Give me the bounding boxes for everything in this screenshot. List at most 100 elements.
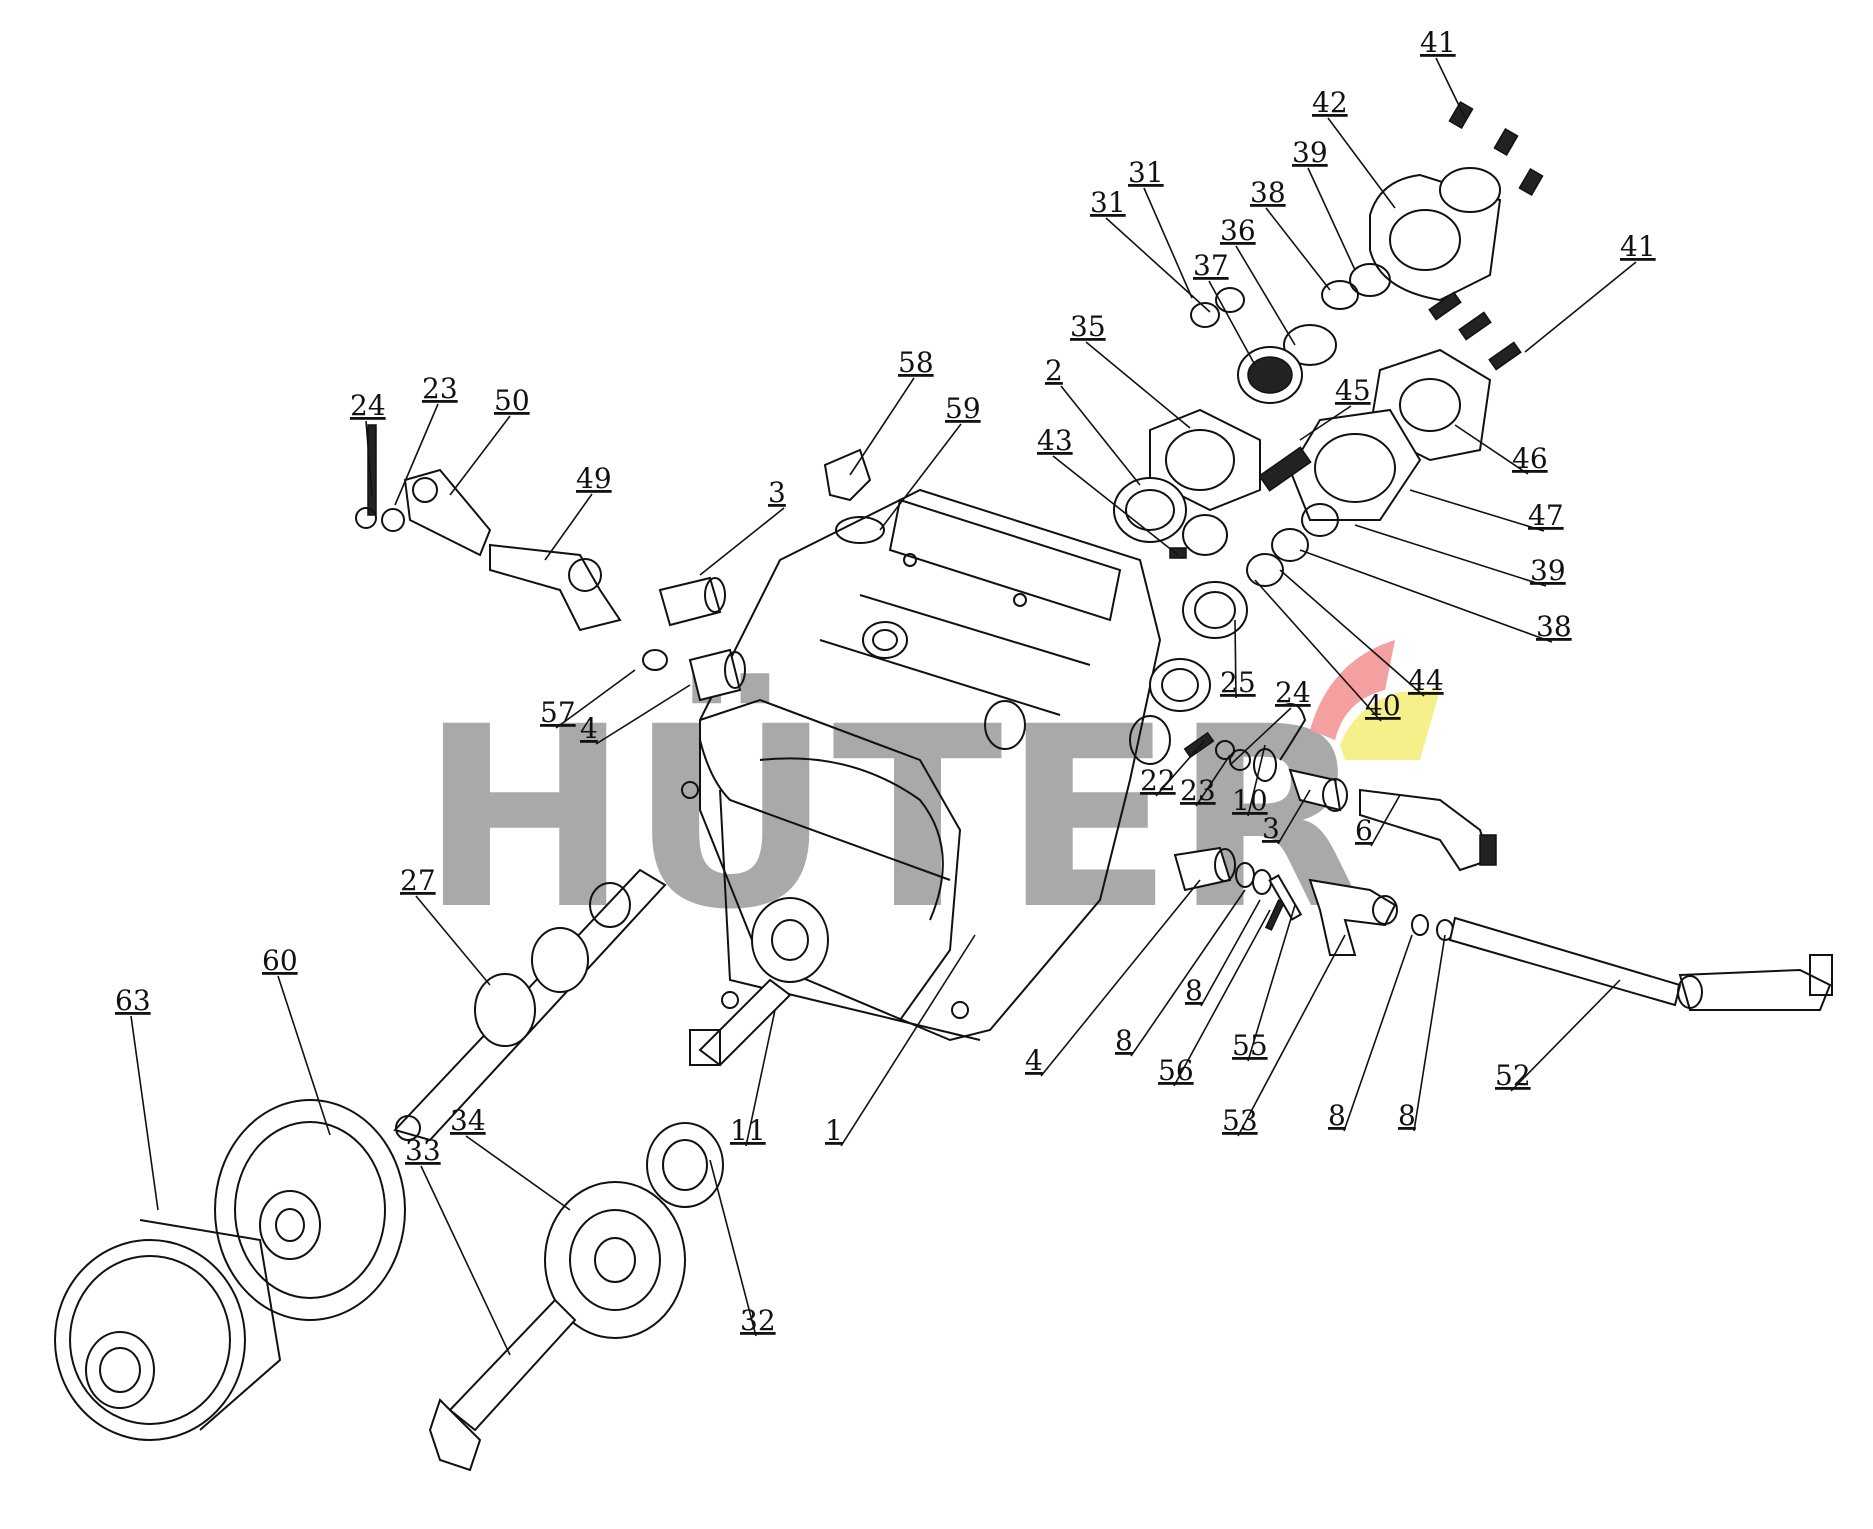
callout-c42: 42 bbox=[1312, 86, 1396, 209]
callout-number: 6 bbox=[1355, 814, 1373, 847]
callout-number: 31 bbox=[1090, 186, 1126, 219]
callout-c58: 58 bbox=[849, 346, 934, 476]
leader-line bbox=[1040, 879, 1201, 1077]
callout-number: 44 bbox=[1408, 664, 1444, 697]
callout-number: 55 bbox=[1232, 1029, 1268, 1062]
callout-number: 1 bbox=[825, 1114, 843, 1147]
leader-line bbox=[555, 669, 636, 729]
callout-number: 38 bbox=[1250, 176, 1286, 209]
clutch-assembly bbox=[54, 1099, 406, 1441]
callout-c57: 57 bbox=[540, 669, 636, 729]
callout-number: 42 bbox=[1312, 86, 1348, 119]
callout-number: 8 bbox=[1328, 1099, 1346, 1132]
leader-line bbox=[699, 507, 785, 576]
leader-line bbox=[365, 420, 373, 496]
leader-line bbox=[1130, 889, 1246, 1057]
leader-line bbox=[840, 934, 976, 1147]
callout-number: 24 bbox=[350, 389, 386, 422]
leader-line bbox=[1265, 207, 1331, 291]
cover-assembly-right bbox=[1246, 291, 1522, 587]
callout-c27: 27 bbox=[400, 864, 491, 986]
callout-number: 3 bbox=[1262, 812, 1280, 845]
leader-line bbox=[1235, 245, 1296, 346]
leader-line bbox=[1307, 167, 1356, 271]
leader-line bbox=[1085, 341, 1191, 429]
callout-number: 35 bbox=[1070, 310, 1106, 343]
callout-c4b: 4 bbox=[1025, 879, 1201, 1077]
callout-number: 11 bbox=[730, 1114, 766, 1147]
leader-line bbox=[1247, 904, 1296, 1062]
callout-c56: 56 bbox=[1158, 909, 1271, 1087]
shift-lever-left bbox=[355, 424, 622, 632]
callout-c25: 25 bbox=[1220, 619, 1256, 699]
callout-number: 40 bbox=[1365, 689, 1401, 722]
leader-line bbox=[1343, 934, 1413, 1132]
callout-number: 38 bbox=[1536, 610, 1572, 643]
callout-c22: 22 bbox=[1140, 739, 1206, 797]
callout-number: 37 bbox=[1193, 249, 1229, 282]
callout-c3a: 3 bbox=[699, 476, 786, 576]
watermark-text: HÜTER bbox=[420, 673, 1366, 964]
callout-number: 60 bbox=[262, 944, 298, 977]
leader-line bbox=[849, 377, 915, 476]
callout-number: 27 bbox=[400, 864, 436, 897]
leader-line bbox=[1155, 739, 1206, 797]
leader-line bbox=[1413, 934, 1446, 1132]
leader-line bbox=[1195, 754, 1231, 807]
gear-and-pinion bbox=[428, 1122, 724, 1472]
callout-c39a: 39 bbox=[1292, 136, 1356, 271]
callout-number: 56 bbox=[1158, 1054, 1194, 1087]
callout-c49: 49 bbox=[544, 462, 612, 561]
leader-line bbox=[544, 493, 593, 561]
leader-line bbox=[130, 1015, 159, 1211]
callout-number: 2 bbox=[1045, 354, 1063, 387]
leader-line bbox=[1105, 217, 1211, 313]
callout-number: 53 bbox=[1222, 1104, 1258, 1137]
callout-c41a: 41 bbox=[1420, 26, 1466, 119]
leader-line bbox=[595, 684, 691, 745]
callout-c32: 32 bbox=[709, 1159, 776, 1337]
plug-and-sleeves bbox=[642, 448, 885, 702]
leader-line bbox=[1060, 385, 1141, 486]
callout-number: 43 bbox=[1037, 424, 1073, 457]
leader-line bbox=[1454, 424, 1529, 475]
callout-number: 4 bbox=[580, 712, 598, 745]
leader-line bbox=[465, 1135, 571, 1211]
leader-line bbox=[1208, 280, 1256, 366]
leader-line bbox=[420, 1165, 511, 1356]
bearing-group bbox=[1113, 408, 1261, 712]
leader-line bbox=[1299, 549, 1553, 643]
callout-c8d: 8 bbox=[1398, 934, 1446, 1132]
callout-c39b: 39 bbox=[1354, 524, 1566, 587]
callout-c24a: 24 bbox=[350, 389, 386, 496]
callout-c35: 35 bbox=[1070, 310, 1191, 429]
leader-line bbox=[394, 403, 439, 506]
callout-number: 3 bbox=[768, 476, 786, 509]
callout-c11: 11 bbox=[730, 1009, 776, 1147]
leader-line bbox=[1435, 57, 1466, 119]
callout-c8b: 8 bbox=[1185, 899, 1261, 1007]
leader-line bbox=[745, 1009, 776, 1147]
callout-c45: 45 bbox=[1299, 374, 1371, 441]
callout-c38b: 38 bbox=[1299, 549, 1572, 643]
leader-line bbox=[1510, 979, 1621, 1092]
callout-number: 36 bbox=[1220, 214, 1256, 247]
leader-line bbox=[277, 975, 331, 1136]
callout-c36: 36 bbox=[1220, 214, 1296, 346]
leader-line bbox=[1173, 909, 1271, 1087]
shift-shaft-right bbox=[1173, 846, 1833, 1011]
callout-c10: 10 bbox=[1232, 744, 1268, 817]
leader-line bbox=[1279, 569, 1425, 697]
callout-number: 4 bbox=[1025, 1044, 1043, 1077]
callout-number: 58 bbox=[898, 346, 934, 379]
gearbox-housing bbox=[681, 488, 1171, 1042]
leader-line bbox=[1524, 261, 1637, 353]
callout-number: 33 bbox=[405, 1134, 441, 1167]
watermark-logo-yellow bbox=[1340, 690, 1440, 760]
callout-c38a: 38 bbox=[1250, 176, 1331, 291]
callout-c2: 2 bbox=[1045, 354, 1141, 486]
leader-line bbox=[449, 415, 511, 496]
